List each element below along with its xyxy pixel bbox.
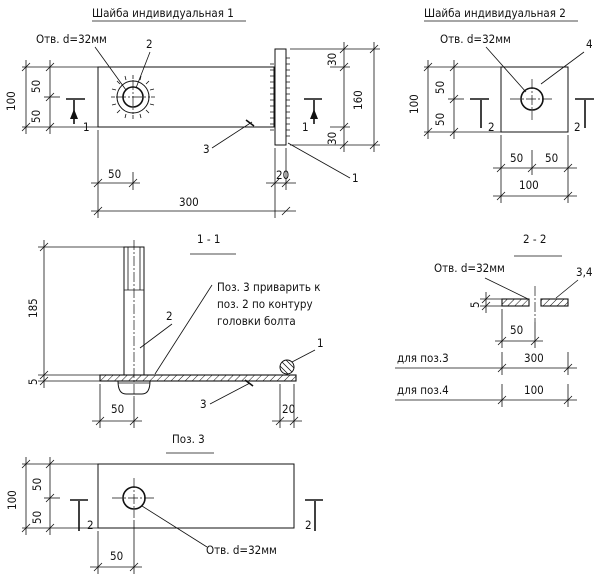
svg-text:2: 2 [574, 120, 581, 134]
position-3-title: Поз. 3 [172, 432, 205, 446]
svg-text:50: 50 [110, 549, 123, 563]
position-4-label: 4 [586, 37, 593, 51]
section-1-1-plate [99, 374, 297, 382]
position-2-label: 2 [146, 37, 153, 51]
hole-note-3: Отв. d=32мм [434, 261, 505, 275]
svg-text:100: 100 [519, 178, 539, 192]
table-label-pos3: для поз.3 [397, 351, 449, 365]
svg-text:50: 50 [510, 323, 523, 337]
washer-2-view: Шайба индивидуальная 2 Отв. d=32мм 4 2 2 [407, 6, 594, 203]
svg-text:30: 30 [325, 53, 339, 66]
table-value-pos3: 300 [524, 351, 544, 365]
section-mark-1-right: 1 [302, 98, 322, 134]
svg-text:50: 50 [108, 167, 121, 181]
position-1-label: 1 [352, 171, 359, 185]
svg-text:50: 50 [29, 80, 43, 93]
svg-text:2: 2 [305, 518, 312, 532]
svg-text:головки болта: головки болта [217, 314, 296, 328]
section-2-2-view: 2 - 2 Отв. d=32мм 3,4 5 50 для поз.3 300 [395, 232, 592, 407]
bolt-head-weld-plan [111, 75, 155, 119]
svg-text:50: 50 [29, 110, 43, 123]
position-3-view: Поз. 3 Отв. d=32мм 2 2 100 50 [5, 432, 323, 574]
washer-1-dims-bottom: 50 20 300 [91, 130, 296, 218]
svg-text:185: 185 [26, 298, 40, 318]
svg-text:50: 50 [510, 151, 523, 165]
weld-note: Поз. 3 приварить к поз. 2 по контуру гол… [217, 280, 321, 328]
svg-text:2: 2 [166, 309, 173, 323]
svg-text:поз. 2 по контуру: поз. 2 по контуру [217, 297, 313, 311]
svg-text:5: 5 [26, 378, 40, 385]
svg-text:50: 50 [30, 511, 44, 524]
section-mark-2-left: 2 [470, 98, 495, 134]
position-3-dims-bottom: 50 [90, 520, 142, 574]
svg-text:50: 50 [111, 402, 124, 416]
svg-text:2: 2 [488, 120, 495, 134]
position-3-label: 3 [203, 142, 210, 156]
svg-text:20: 20 [282, 402, 295, 416]
table-label-pos4: для поз.4 [397, 383, 449, 397]
svg-text:1: 1 [302, 120, 309, 134]
washer-1-view: Шайба индивидуальная 1 2 Отв. d=32мм 3 1 [4, 6, 380, 218]
table-value-pos4: 100 [524, 383, 544, 397]
svg-text:2: 2 [87, 518, 94, 532]
svg-text:5: 5 [468, 301, 482, 308]
svg-text:100: 100 [407, 94, 421, 114]
svg-text:50: 50 [433, 113, 447, 126]
bolt-elevation [117, 240, 151, 398]
washer-1-dims-left: 100 50 50 [4, 60, 98, 134]
washer-1-dims-right: 30 160 30 [290, 42, 380, 152]
washer-1-title: Шайба индивидуальная 1 [92, 6, 234, 20]
section-mark-2-pos3-left: 2 [70, 499, 94, 532]
position-1-rib-plan [274, 48, 287, 146]
svg-text:160: 160 [351, 90, 365, 110]
hole-note-4: Отв. d=32мм [206, 543, 277, 557]
position-3-dims-left: 100 50 50 [5, 457, 98, 535]
position-3-plate [97, 463, 295, 529]
washer-2-title: Шайба индивидуальная 2 [424, 6, 566, 20]
section-2-2-title: 2 - 2 [523, 232, 546, 246]
svg-text:20: 20 [276, 168, 289, 182]
svg-text:100: 100 [4, 91, 18, 111]
svg-text:30: 30 [325, 132, 339, 145]
svg-text:3: 3 [200, 397, 207, 411]
hole-note-2: Отв. d=32мм [440, 32, 511, 46]
svg-text:100: 100 [5, 490, 19, 510]
svg-text:50: 50 [433, 81, 447, 94]
section-1-1-view: 1 - 1 2 1 3 Поз. 3 приварить к [26, 232, 324, 428]
section-1-1-dims-left: 185 5 [26, 240, 124, 388]
position-3-4-label: 3,4 [576, 265, 592, 279]
svg-text:1: 1 [317, 336, 324, 350]
washer-2-dims-left: 100 50 50 [407, 60, 501, 139]
svg-text:50: 50 [30, 478, 44, 491]
section-1-1-dims-bottom: 50 20 [92, 384, 302, 428]
svg-text:Поз. 3 приварить к: Поз. 3 приварить к [217, 280, 321, 294]
section-2-2-plate-left [501, 298, 530, 307]
washer-2-dims-bottom: 50 50 100 [493, 135, 577, 203]
section-mark-2-pos3-right: 2 [305, 499, 323, 532]
svg-text:300: 300 [179, 195, 199, 209]
section-mark-2-right: 2 [574, 98, 594, 134]
section-2-2-plate-right [540, 298, 569, 307]
section-mark-1-left: 1 [66, 98, 90, 134]
svg-text:50: 50 [545, 151, 558, 165]
washer-1-plate [97, 66, 275, 128]
washer-2-plate [500, 66, 569, 133]
position-1-rib-section [279, 359, 295, 375]
section-1-1-title: 1 - 1 [197, 232, 220, 246]
hole-note-1: Отв. d=32мм [36, 32, 107, 46]
dimension-table: для поз.3 300 для поз.4 100 [395, 351, 577, 407]
